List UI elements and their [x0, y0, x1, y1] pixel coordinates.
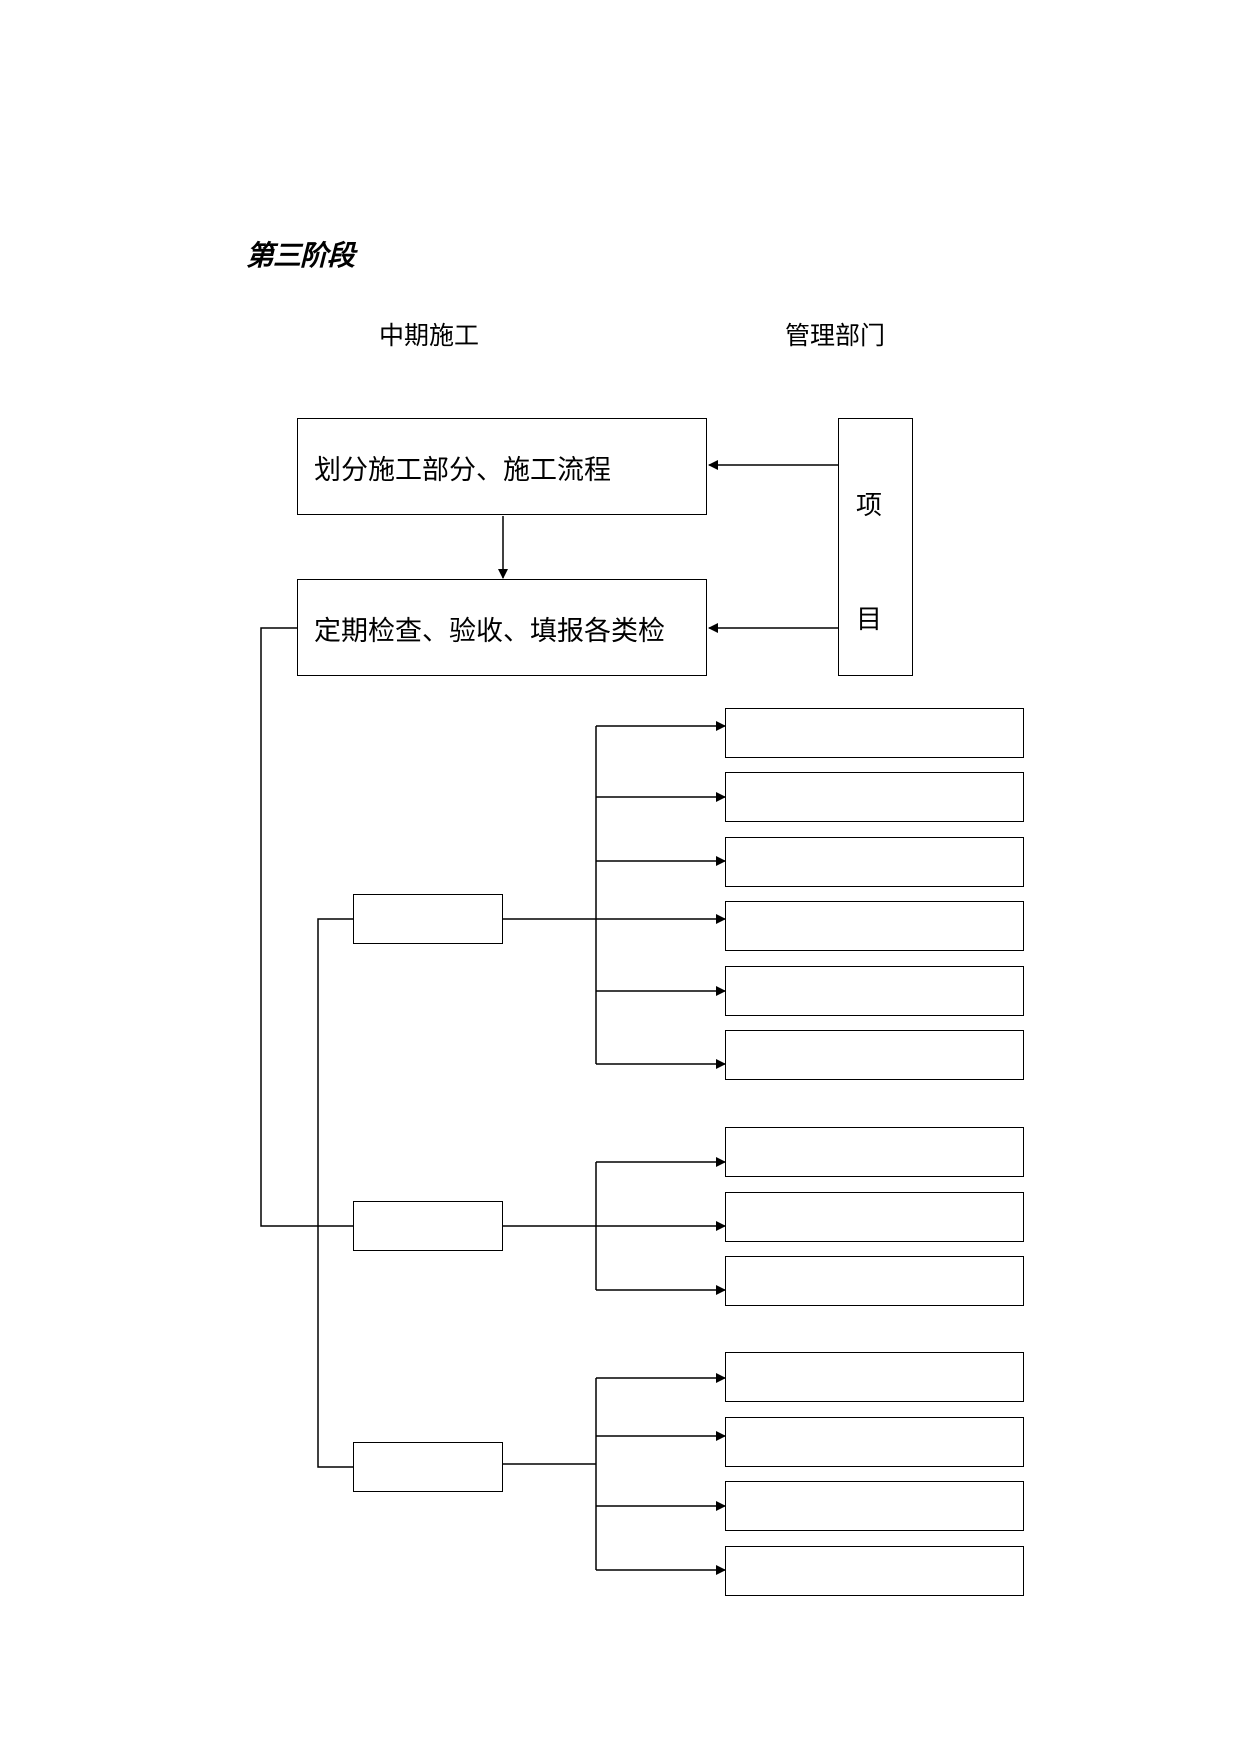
- group1-item-1: [725, 708, 1024, 758]
- group3-item-4: [725, 1546, 1024, 1596]
- group1-item-5: [725, 966, 1024, 1016]
- group-box-1: [353, 894, 503, 944]
- group1-item-4: [725, 901, 1024, 951]
- trunk-line: [260, 627, 353, 1227]
- group1-item-2: [725, 772, 1024, 822]
- group-box-3: [353, 1442, 503, 1492]
- group-box-2: [353, 1201, 503, 1251]
- group1-item-6: [725, 1030, 1024, 1080]
- process-box-inspection-label: 定期检查、验收、填报各类检: [314, 616, 665, 647]
- project-department-char-1: 项: [856, 491, 883, 521]
- spine-line: [317, 918, 353, 1468]
- group3-item-3: [725, 1481, 1024, 1531]
- column-header-construction: 中期施工: [379, 321, 480, 350]
- stage-title: 第三阶段: [246, 239, 355, 272]
- group3-item-2: [725, 1417, 1024, 1467]
- group2-item-2: [725, 1192, 1024, 1242]
- project-department-char-2: 目: [856, 605, 883, 635]
- process-box-inspection: 定期检查、验收、填报各类检: [297, 579, 707, 676]
- group1-item-3: [725, 837, 1024, 887]
- group2-item-3: [725, 1256, 1024, 1306]
- group3-item-1: [725, 1352, 1024, 1402]
- project-department-box: 项 目: [838, 418, 913, 676]
- group2-item-1: [725, 1127, 1024, 1177]
- process-box-divide-label: 划分施工部分、施工流程: [314, 455, 611, 486]
- process-box-divide: 划分施工部分、施工流程: [297, 418, 707, 515]
- column-header-management: 管理部门: [785, 321, 886, 350]
